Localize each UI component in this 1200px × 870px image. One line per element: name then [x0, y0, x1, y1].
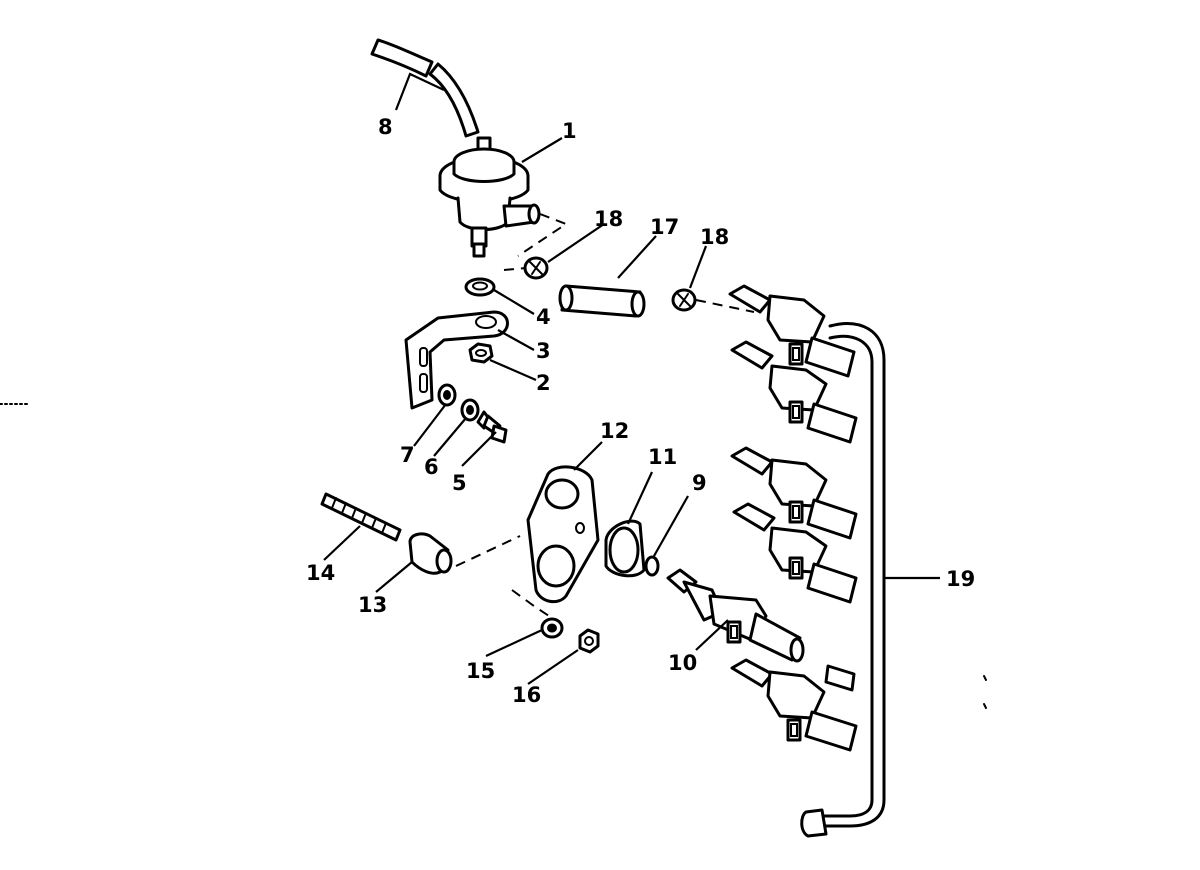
callout-18-left: 18 [594, 207, 623, 231]
stud [320, 492, 402, 542]
hose-clamp-left [523, 256, 549, 280]
callout-7: 7 [400, 443, 415, 467]
fuel-pressure-regulator [438, 136, 541, 258]
vacuum-hose [370, 38, 480, 138]
lock-washer [460, 398, 480, 422]
installed-injector-3 [730, 446, 858, 540]
plate-nut [578, 628, 600, 654]
callout-1: 1 [562, 119, 577, 143]
installed-injector-1 [728, 284, 856, 378]
callout-19: 19 [946, 567, 975, 591]
mounting-bracket [404, 310, 509, 410]
spacer-sleeve [408, 532, 453, 575]
callout-15: 15 [466, 659, 495, 683]
callout-3: 3 [536, 339, 551, 363]
callout-14: 14 [306, 561, 335, 585]
callout-9: 9 [692, 471, 707, 495]
dashed-connection-lines [455, 213, 755, 619]
callout-labels: 8 1 18 17 18 4 3 2 7 6 5 12 11 9 14 13 1… [306, 115, 975, 707]
callout-5: 5 [452, 471, 467, 495]
flat-washer [437, 383, 457, 407]
seal-washer [464, 277, 496, 297]
bracket-nut [468, 342, 494, 364]
callout-6: 6 [424, 455, 439, 479]
callout-2: 2 [536, 371, 551, 395]
small-o-ring [644, 555, 660, 577]
loose-fuel-injector [666, 568, 805, 663]
callout-4: 4 [536, 305, 551, 329]
plate-washer [540, 617, 564, 639]
installed-injector-2 [730, 340, 858, 444]
callout-8: 8 [378, 115, 393, 139]
injector-o-ring [604, 519, 646, 578]
callout-13: 13 [358, 593, 387, 617]
callout-16: 16 [512, 683, 541, 707]
callout-10: 10 [668, 651, 697, 675]
callout-11: 11 [648, 445, 677, 469]
installed-injector-5 [730, 658, 858, 752]
callout-18-right: 18 [700, 225, 729, 249]
scan-marks [0, 403, 987, 709]
leader-lines [323, 72, 940, 685]
callout-17: 17 [650, 215, 679, 239]
rail-mounting-plate [526, 465, 600, 604]
hose-clamp-right [671, 288, 697, 312]
installed-injector-4 [732, 502, 858, 604]
fuel-hose [558, 284, 646, 318]
callout-12: 12 [600, 419, 629, 443]
